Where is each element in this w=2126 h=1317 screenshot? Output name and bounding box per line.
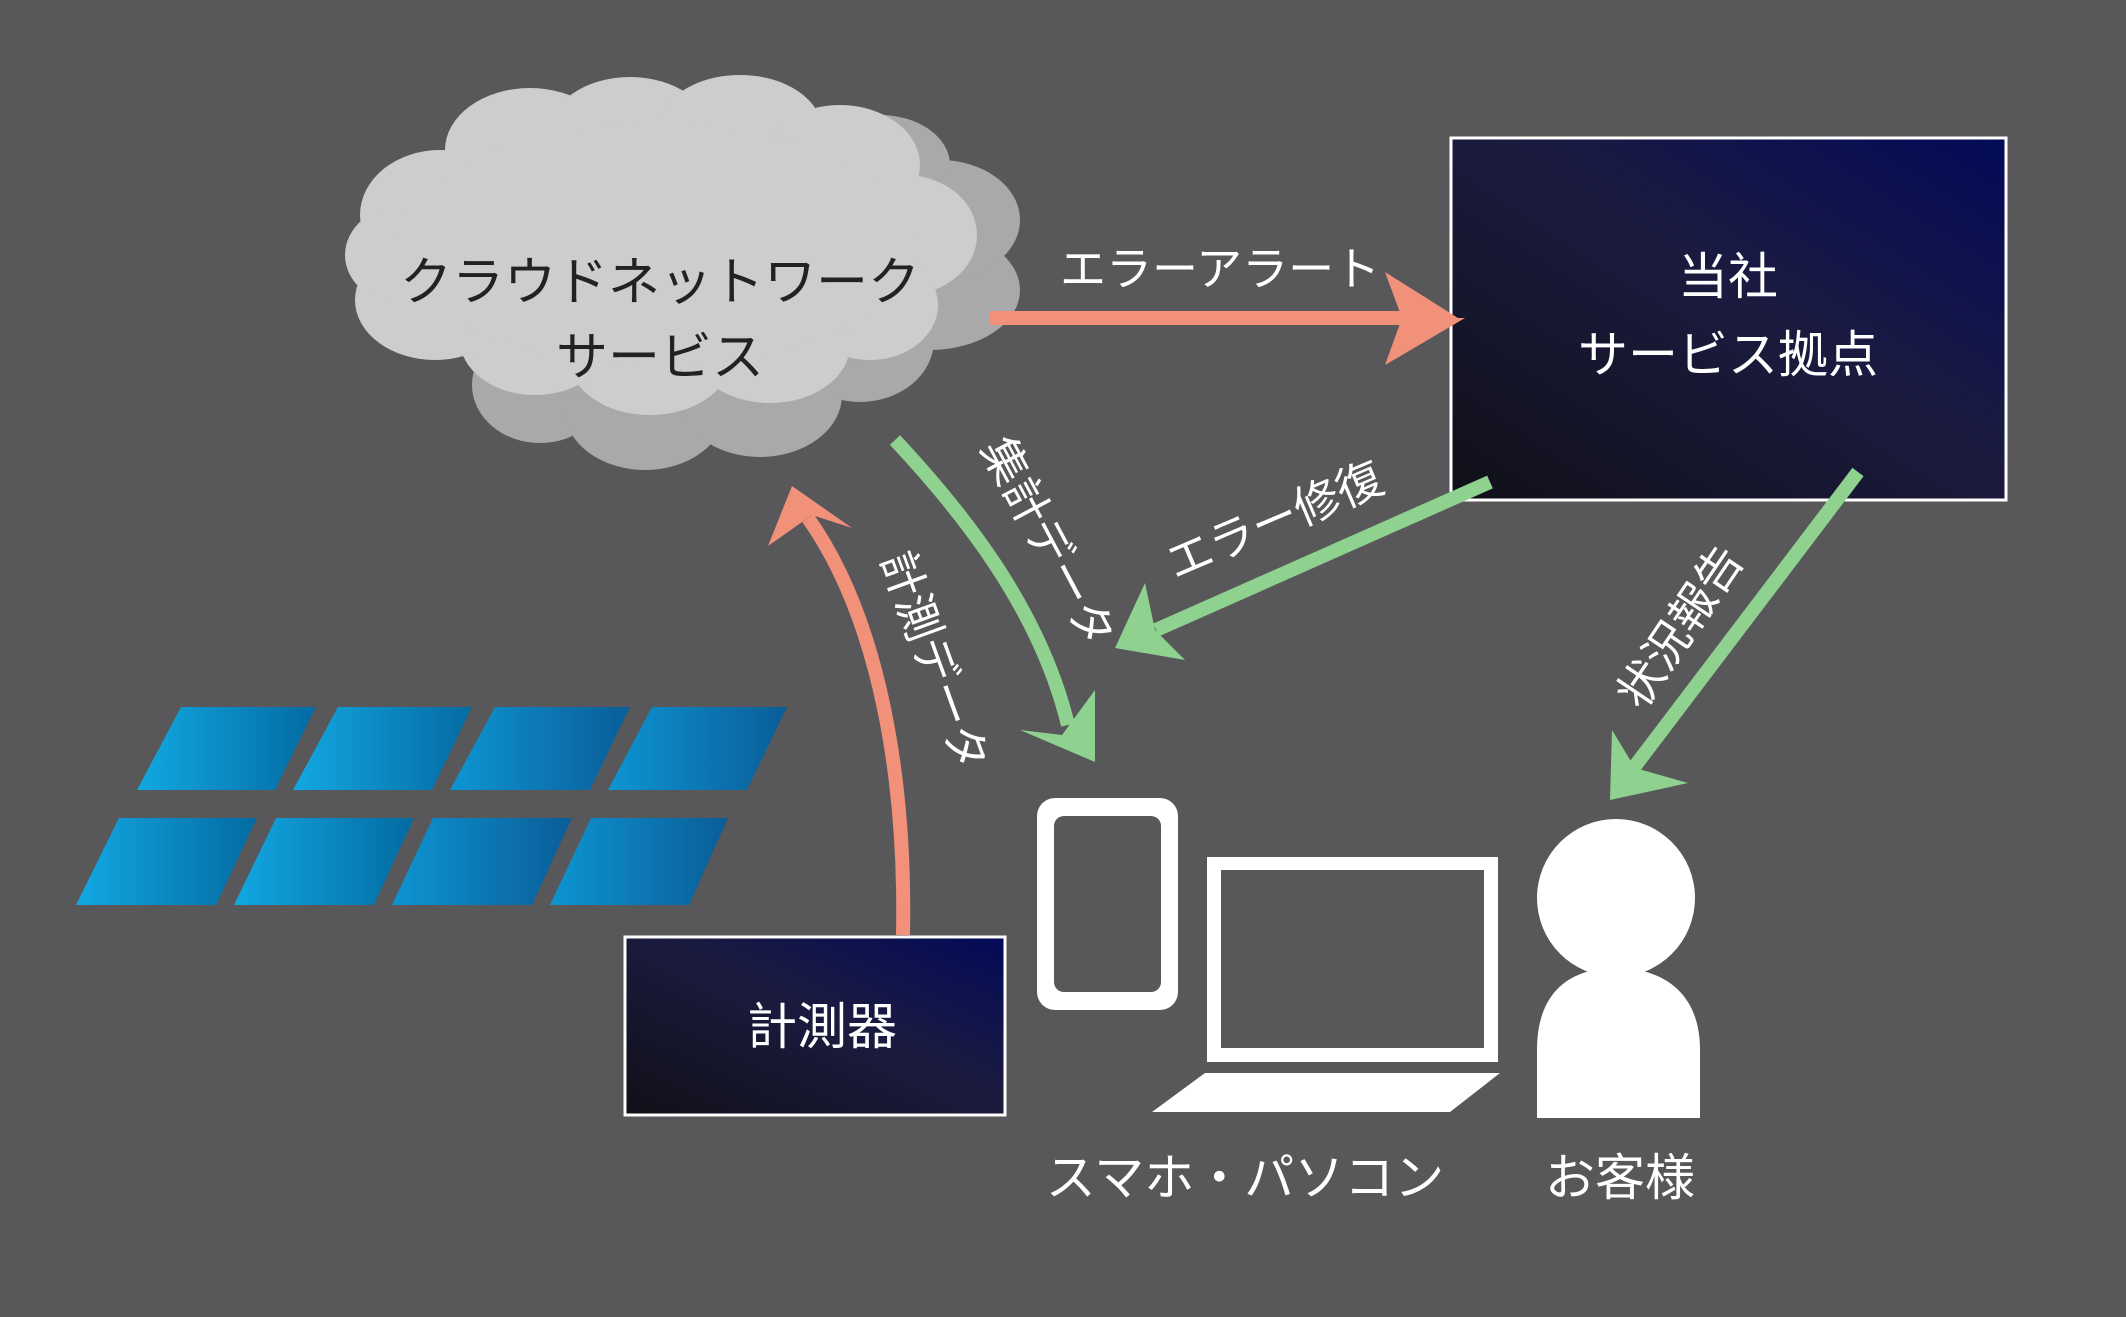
person-icon [1537, 819, 1700, 1118]
aggregate-data-label: 集計データ [970, 428, 1126, 656]
cloud-shape [345, 75, 977, 415]
company-label-line2: サービス拠点 [1578, 326, 1878, 384]
smartphone-icon [1037, 798, 1178, 1010]
status-report-arrow [1610, 467, 1864, 800]
cloud-label-line2: サービス [556, 328, 764, 388]
aggregate-data-arrow [889, 435, 1095, 762]
company-service-base: 当社 サービス拠点 [1449, 136, 2008, 502]
measurement-data-arrow [768, 486, 911, 936]
company-label-line1: 当社 [1678, 248, 1778, 306]
error-fix-label: エラー修復 [1158, 451, 1391, 591]
meter-box [623, 935, 1007, 1117]
laptop-icon [1152, 857, 1500, 1112]
company-box [1449, 136, 2008, 502]
meter-label: 計測器 [747, 998, 897, 1056]
error-alert-label: エラーアラート [1060, 242, 1380, 296]
error-alert-arrow [990, 272, 1465, 365]
cloud-network-service: クラウドネットワーク サービス [345, 75, 1020, 470]
customer-label: お客様 [1545, 1149, 1695, 1207]
error-fix-arrow [1115, 475, 1493, 660]
devices-label: スマホ・パソコン [1046, 1149, 1445, 1207]
solar-panel-icon [76, 707, 787, 905]
cloud-label-line1: クラウドネットワーク [400, 253, 920, 313]
meter-device: 計測器 [623, 935, 1007, 1117]
